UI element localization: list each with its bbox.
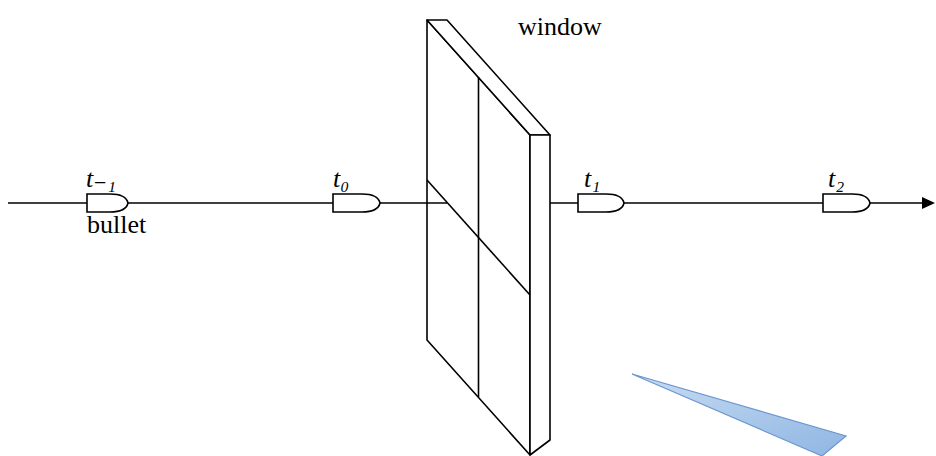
window-front xyxy=(427,20,530,455)
bullets xyxy=(87,194,870,212)
time-label: t₋₁ xyxy=(86,166,116,192)
arrow-head xyxy=(922,197,935,209)
window-side-edge xyxy=(530,135,550,455)
part-label: bullet xyxy=(87,212,146,238)
bullet-symbol xyxy=(578,194,624,212)
bullet-symbol xyxy=(823,194,870,212)
part-label: window xyxy=(518,14,602,40)
bullet-symbol xyxy=(87,194,128,212)
time-label: t₁ xyxy=(584,166,600,192)
trajectory-line xyxy=(8,202,447,204)
time-label: t₂ xyxy=(828,166,844,192)
time-label: t₀ xyxy=(333,166,349,192)
window-transom xyxy=(427,180,530,295)
bullet-symbol xyxy=(333,194,380,212)
trajectory xyxy=(8,202,924,204)
callout-wedge xyxy=(632,374,846,456)
window-pane xyxy=(427,20,550,455)
